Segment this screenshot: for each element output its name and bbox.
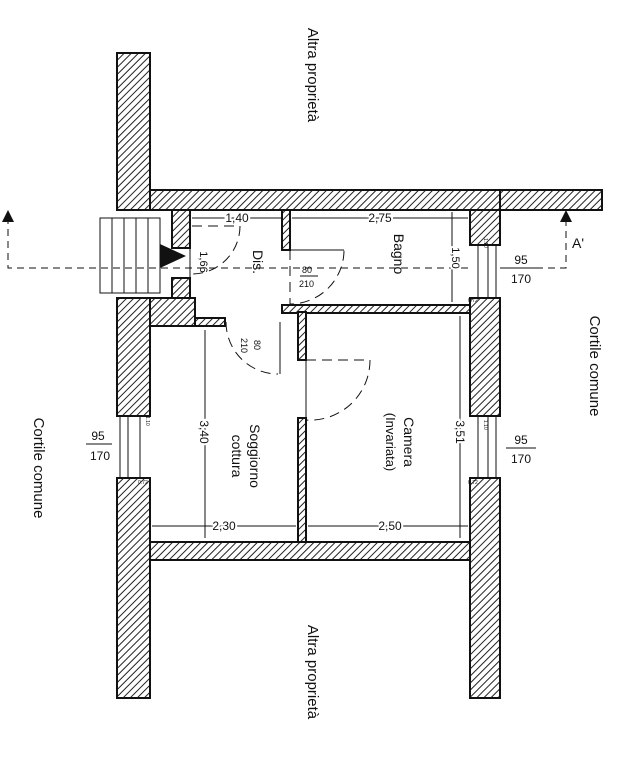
dim-dis-width: 1,40 bbox=[225, 211, 249, 225]
altra-proprieta-bottom-label: Altra proprietà bbox=[304, 625, 321, 720]
walls bbox=[116, 52, 603, 699]
soggiorno-camera-partition-low bbox=[297, 417, 307, 543]
dimension-lines bbox=[152, 212, 468, 538]
door-soggiorno-height: 210 bbox=[239, 338, 249, 353]
left-wall-middle bbox=[116, 297, 151, 417]
doors bbox=[191, 225, 371, 421]
door-soggiorno-width: 80 bbox=[252, 340, 262, 350]
dim-soggiorno-width: 2,30 bbox=[212, 519, 236, 533]
dim-bagno-width: 2,75 bbox=[368, 211, 392, 225]
right-wall-upper-top bbox=[469, 209, 501, 246]
door-bagno-height: 210 bbox=[299, 279, 314, 289]
dis-soggiorno-stub bbox=[194, 317, 226, 327]
dim-soggiorno-depth: 3,40 bbox=[197, 420, 211, 444]
window-small-label: 0.72 bbox=[468, 480, 478, 486]
soggiorno-camera-partition bbox=[297, 311, 307, 361]
bottom-wall bbox=[149, 541, 471, 561]
window-small-label: 1.10 bbox=[482, 238, 488, 248]
dis-bottom-wall bbox=[149, 297, 196, 327]
window-small-label: 1.10 bbox=[144, 416, 150, 426]
right-wall-corner bbox=[499, 189, 603, 211]
section-marker-label: A' bbox=[572, 235, 584, 251]
stair-left-jamb bbox=[171, 209, 191, 249]
cortile-comune-left-label: Cortile comune bbox=[30, 418, 47, 519]
right-wall-upper-mid bbox=[469, 297, 501, 417]
dim-dis-depth: 1,66 bbox=[197, 251, 209, 272]
right-wall-lower bbox=[469, 477, 501, 699]
cortile-comune-right-label: Cortile comune bbox=[586, 316, 603, 417]
dim-camera-depth: 3,51 bbox=[453, 420, 467, 444]
window-right-top-width: 95 bbox=[514, 253, 528, 267]
entrance-arrow-icon bbox=[160, 244, 186, 268]
window-left-width: 95 bbox=[91, 429, 105, 443]
window-right-top-height: 170 bbox=[511, 272, 531, 286]
room-dis-label: Dis. bbox=[250, 250, 266, 274]
bagno-camera-partition bbox=[281, 304, 471, 314]
stairs bbox=[99, 217, 161, 294]
stair-left-jamb-bottom bbox=[171, 277, 191, 301]
door-bagno-width: 80 bbox=[302, 265, 312, 275]
left-wall-top bbox=[116, 52, 151, 211]
room-soggiorno-label-2: cottura bbox=[229, 435, 245, 478]
left-wall-bottom bbox=[116, 477, 151, 699]
room-camera-label-2: (Invariata) bbox=[383, 413, 398, 472]
room-soggiorno-label-1: Soggiorno bbox=[247, 424, 263, 488]
dim-camera-width: 2,50 bbox=[378, 519, 402, 533]
altra-proprieta-top-label: Altra proprietà bbox=[304, 28, 321, 123]
dis-bagno-partition bbox=[281, 209, 291, 251]
window-small-label: 1.10 bbox=[482, 420, 488, 430]
room-bagno-label: Bagno bbox=[391, 234, 407, 275]
window-left-height: 170 bbox=[90, 449, 110, 463]
window-right-bottom-width: 95 bbox=[514, 433, 528, 447]
room-camera-label-1: Camera bbox=[401, 417, 417, 467]
windows bbox=[119, 245, 497, 478]
window-small-label: 0.72 bbox=[138, 480, 148, 486]
section-line bbox=[2, 210, 572, 269]
dim-bagno-depth: 1,50 bbox=[449, 247, 461, 268]
window-small-label: 0.72 bbox=[468, 298, 478, 304]
window-right-bottom-height: 170 bbox=[511, 452, 531, 466]
